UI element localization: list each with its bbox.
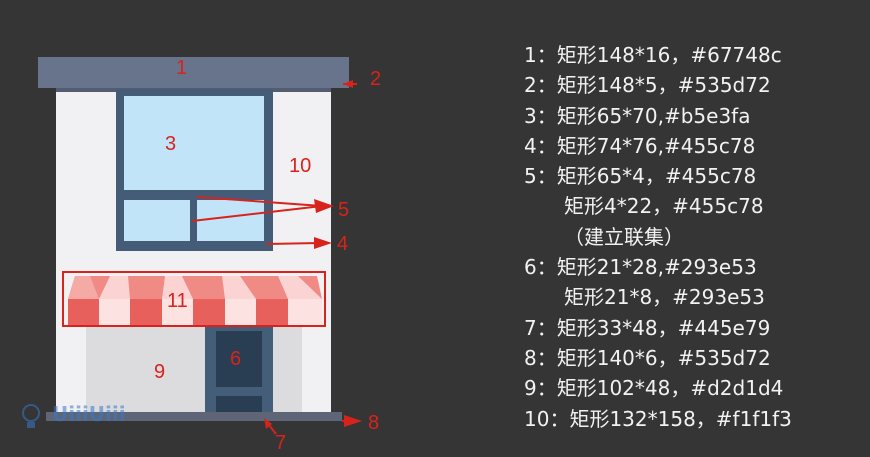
callout-10: 10 [289, 155, 311, 177]
awning-stripe-top [222, 276, 256, 299]
legend: 1：矩形148*16，#67748c 2：矩形148*5，#535d72 3：矩形6… [524, 40, 792, 434]
arrow-7-head [264, 418, 272, 429]
watermark-bulb-base [27, 422, 35, 428]
awning-stripe-top [99, 276, 130, 299]
arrow-5a [196, 196, 323, 207]
arrow-4-head [314, 237, 332, 249]
awning-stripe-top [162, 276, 193, 299]
callout-11: 11 [167, 290, 188, 312]
awning-stripe [162, 299, 193, 326]
awning-stripe [225, 299, 256, 326]
window-glass-bottom-right [197, 200, 264, 241]
arrow-2-head [343, 80, 353, 88]
awning-stripe-top [68, 276, 99, 299]
legend-line: 10：矩形132*158，#f1f1f3 [524, 406, 792, 431]
callout-7: 7 [275, 432, 286, 454]
legend-line: 8：矩形140*6，#535d72 [524, 345, 771, 370]
callout-8: 8 [368, 412, 379, 434]
roof [38, 57, 349, 88]
awning-stripe-top [278, 276, 322, 299]
window-glass-top [124, 96, 264, 190]
legend-line: 矩形4*22，#455c78 [564, 194, 764, 219]
callout-3: 3 [165, 133, 176, 155]
callout-6: 6 [230, 348, 241, 370]
awning-stripe [68, 299, 99, 326]
legend-line: 7：矩形33*48，#445e79 [524, 315, 771, 340]
arrow-5-head [314, 199, 334, 213]
legend-line: 9：矩形102*48，#d2d1d4 [524, 376, 784, 401]
callout-9: 9 [154, 361, 165, 383]
door-panel-lower [216, 396, 262, 413]
legend-line: 6：矩形21*28,#293e53 [524, 255, 757, 280]
watermark-text: UiiiUiii [52, 402, 126, 426]
legend-line: 矩形21*8，#293e53 [564, 285, 765, 310]
legend-line: 3：矩形65*70,#b5e3fa [524, 103, 751, 128]
awning-stripe [99, 299, 130, 326]
callout-2: 2 [370, 68, 381, 90]
callout-5: 5 [338, 199, 349, 221]
arrow-4 [265, 242, 321, 245]
annotation-arrows [191, 80, 362, 435]
door-panel-upper [216, 331, 262, 387]
callout-4: 4 [337, 233, 348, 255]
callout-1: 1 [176, 57, 187, 79]
awning-highlight-box [62, 271, 326, 327]
window-glass-bottom-left [124, 200, 190, 241]
awning-stripe [256, 299, 288, 326]
arrow-8-head [344, 415, 362, 427]
awning-stripe [130, 299, 162, 326]
awning-top [68, 276, 322, 299]
legend-line: 2：矩形148*5，#535d72 [524, 73, 771, 98]
legend-line: 4：矩形74*76,#455c78 [524, 133, 756, 158]
base [46, 412, 342, 421]
awning [68, 276, 322, 326]
awning-stripe [288, 299, 322, 326]
watermark: UiiiUiii [22, 402, 126, 428]
legend-line: （建立联集） [564, 224, 684, 249]
legend-line: 5：矩形65*4，#455c78 [524, 164, 757, 189]
watermark-bulb-icon [22, 404, 40, 422]
legend-line: 1：矩形148*16，#67748c [524, 43, 782, 67]
arrow-5b [191, 205, 323, 222]
awning-stripe [193, 299, 225, 326]
